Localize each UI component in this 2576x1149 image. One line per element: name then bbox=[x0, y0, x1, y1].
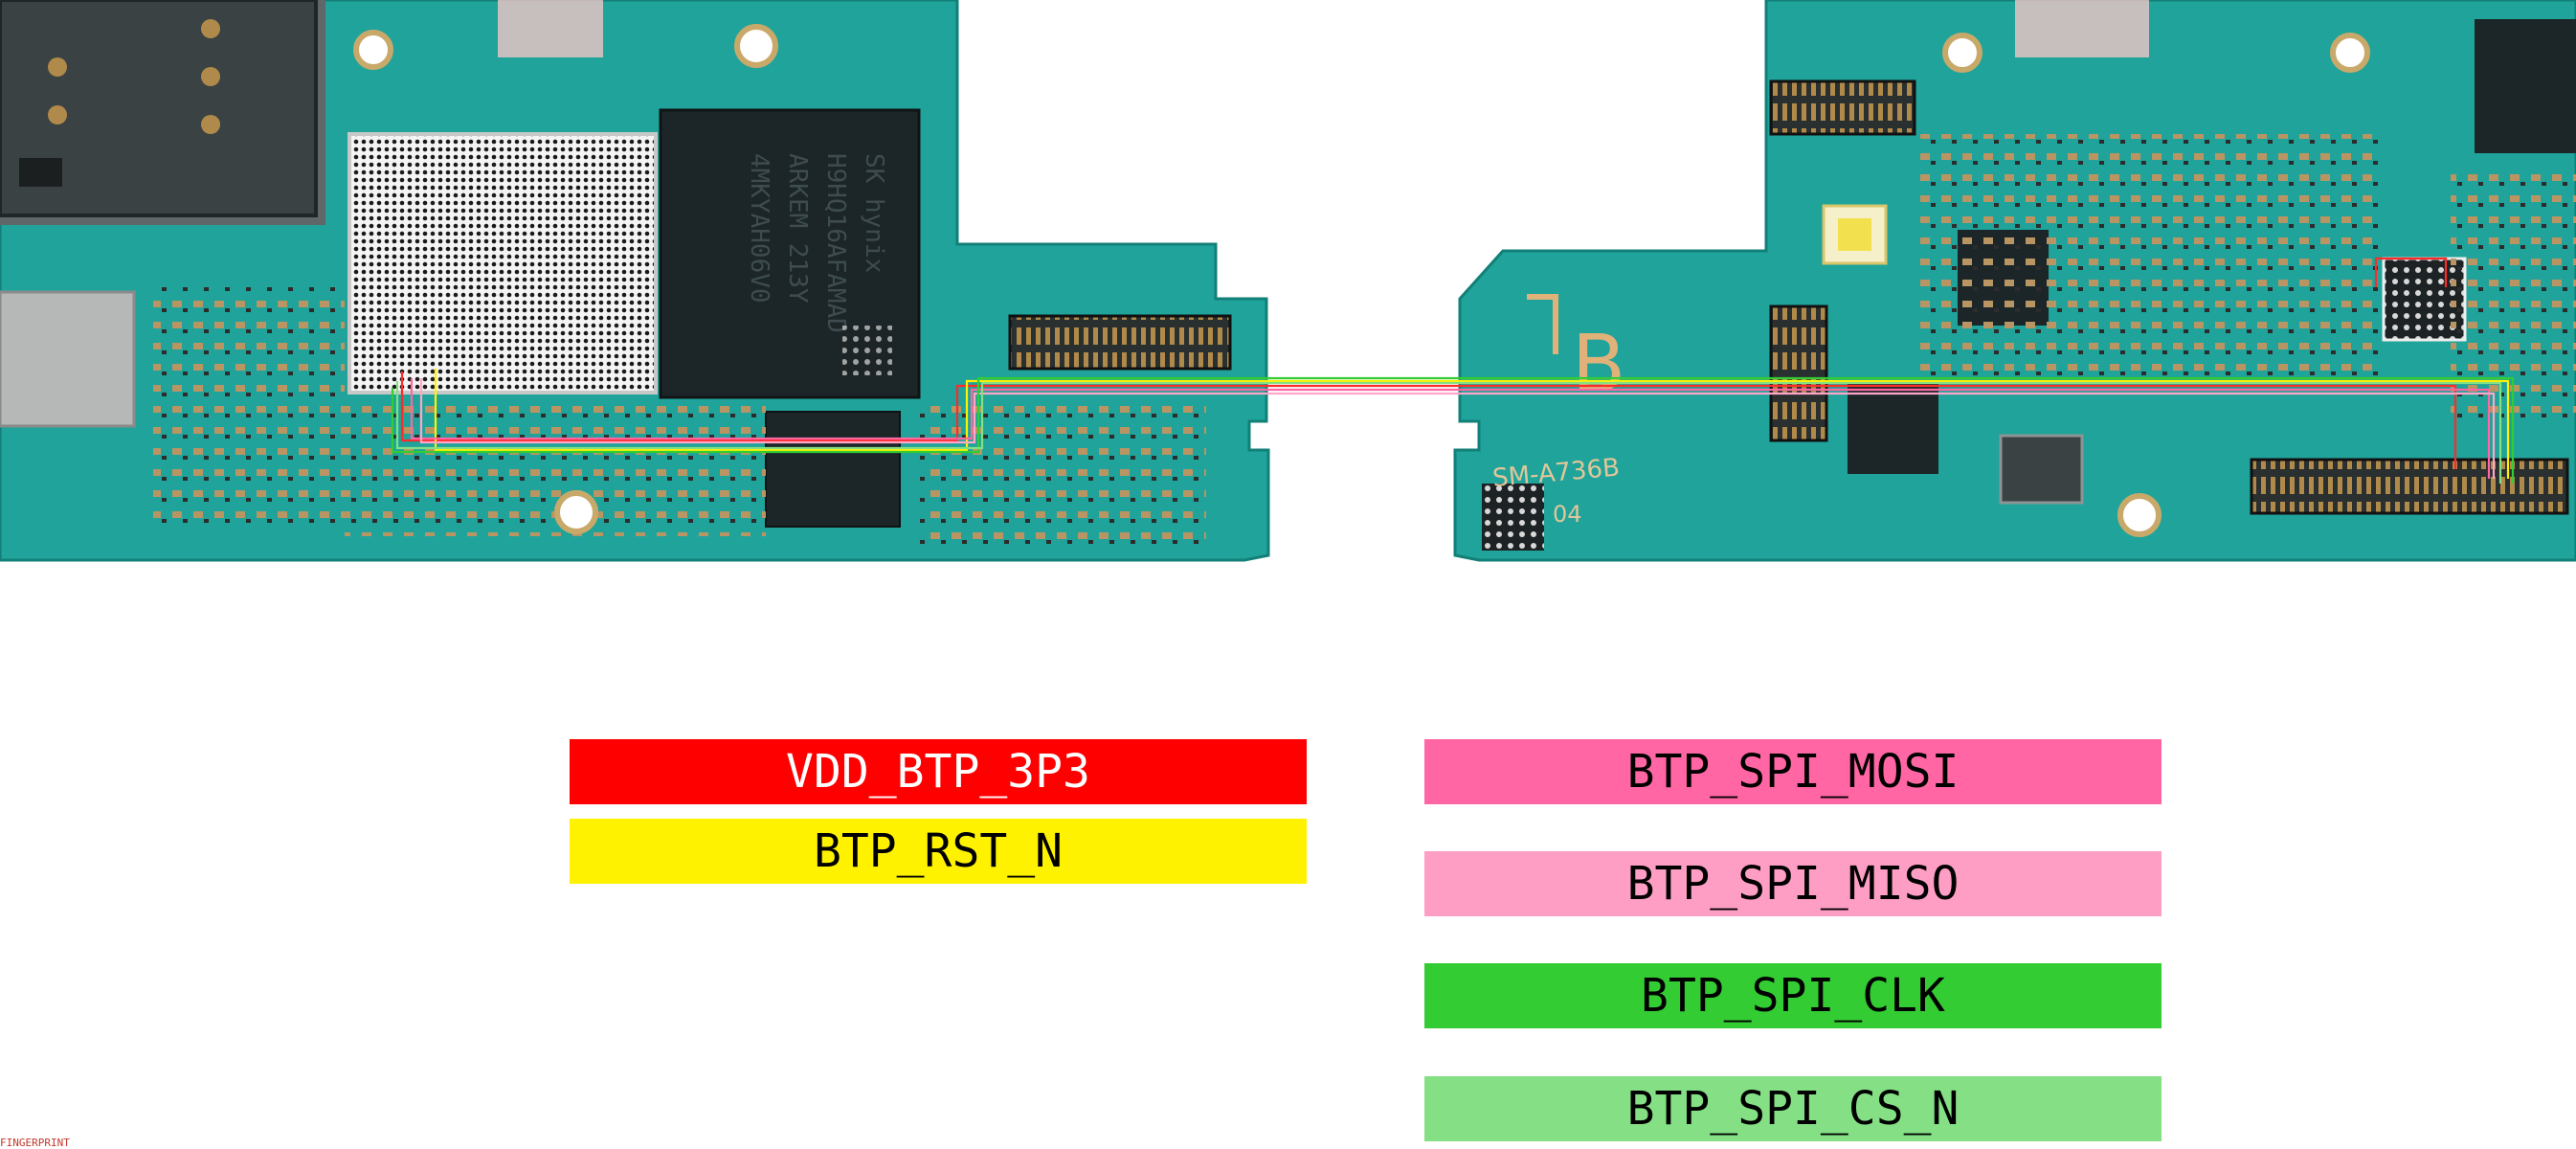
side-mark: B bbox=[1572, 319, 1625, 410]
qr-code bbox=[1482, 484, 1544, 551]
right-bottom-connector bbox=[2250, 458, 2569, 515]
trace-csn bbox=[395, 381, 2502, 484]
legend-vdd-btp-3p3: VDD_BTP_3P3 bbox=[570, 739, 1307, 804]
svg-text:4MKYAH06V0: 4MKYAH06V0 bbox=[745, 153, 773, 304]
right-board: B SM-A736B 04 bbox=[1453, 0, 2576, 562]
svg-text:SK hynix: SK hynix bbox=[860, 153, 888, 273]
trace-mosi bbox=[410, 378, 2491, 479]
trace-vdd bbox=[400, 372, 2457, 469]
trace-miso bbox=[419, 378, 2496, 479]
legend-btp-spi-mosi: BTP_SPI_MOSI bbox=[1424, 739, 2162, 804]
legend-btp-rst-n: BTP_RST_N bbox=[570, 819, 1307, 884]
left-board: SK hynix H9HQ16AFAMAD ARKEM 213Y 4MKYAH0… bbox=[0, 0, 1270, 562]
corner-label: FINGERPRINT bbox=[0, 1137, 70, 1149]
memory-chip: SK hynix H9HQ16AFAMAD ARKEM 213Y 4MKYAH0… bbox=[659, 108, 921, 399]
sim-tray bbox=[0, 0, 318, 217]
trace-clk bbox=[391, 376, 2515, 484]
svg-text:ARKEM 213Y: ARKEM 213Y bbox=[783, 153, 812, 304]
pcb-board-illustration: SK hynix H9HQ16AFAMAD ARKEM 213Y 4MKYAH0… bbox=[0, 0, 2576, 562]
legend-btp-spi-cs-n: BTP_SPI_CS_N bbox=[1424, 1076, 2162, 1141]
board-rev-label: 04 bbox=[1553, 501, 1582, 528]
right-top-connector bbox=[1769, 79, 1916, 136]
legend-btp-spi-clk: BTP_SPI_CLK bbox=[1424, 963, 2162, 1028]
legend-btp-spi-miso: BTP_SPI_MISO bbox=[1424, 851, 2162, 916]
right-vertical-connector bbox=[1769, 304, 1828, 442]
trace-rst bbox=[434, 369, 2510, 479]
svg-text:H9HQ16AFAMAD: H9HQ16AFAMAD bbox=[821, 153, 850, 333]
shield-mesh bbox=[347, 132, 658, 394]
signal-traces bbox=[391, 257, 2515, 484]
left-connector bbox=[1008, 314, 1232, 371]
trace-vdd-ic bbox=[2374, 257, 2448, 287]
